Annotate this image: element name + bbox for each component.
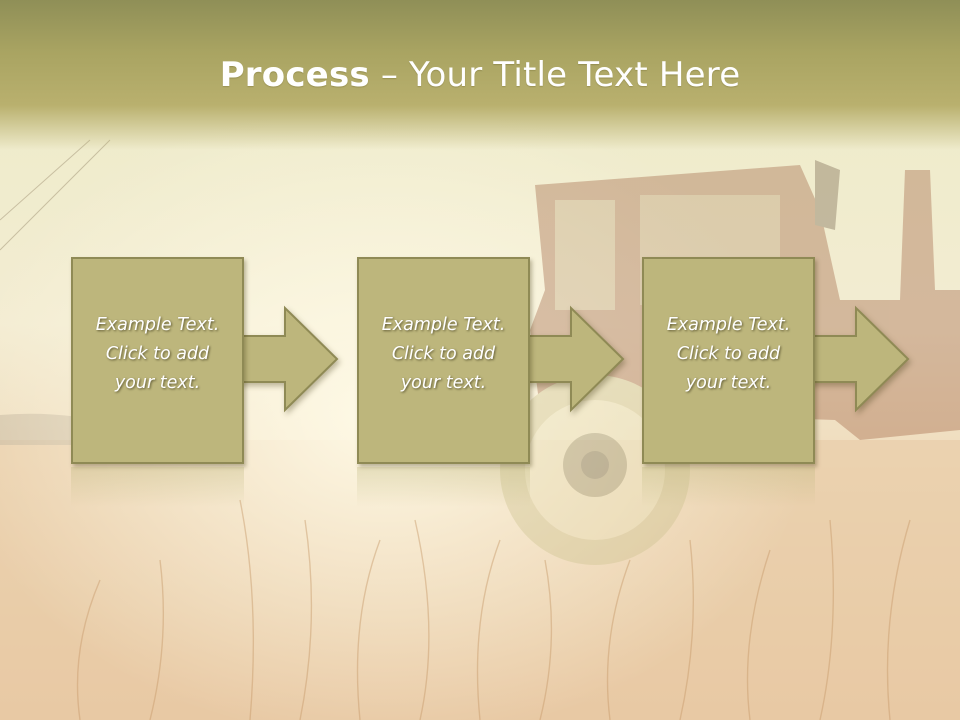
- step-text[interactable]: Example Text. Click to add your text.: [71, 311, 244, 398]
- step-text-line: Example Text.: [95, 315, 220, 335]
- slide-title[interactable]: Process – Your Title Text Here: [0, 55, 960, 95]
- step-text-line: Example Text.: [381, 315, 506, 335]
- step-text-line: Click to add: [391, 344, 496, 364]
- step-text-line: your text.: [685, 373, 772, 393]
- step-text-line: Click to add: [676, 344, 781, 364]
- step-box[interactable]: [357, 257, 530, 464]
- title-bold: Process: [219, 55, 370, 95]
- title-band: [0, 0, 960, 150]
- step-text-line: Example Text.: [666, 315, 791, 335]
- arrow-right-icon: [238, 305, 339, 413]
- box-reflection: [71, 467, 244, 507]
- step-text[interactable]: Example Text. Click to add your text.: [642, 311, 815, 398]
- step-text[interactable]: Example Text. Click to add your text.: [357, 311, 530, 398]
- step-text-line: your text.: [400, 373, 487, 393]
- step-text-line: your text.: [114, 373, 201, 393]
- process-step-1[interactable]: Example Text. Click to add your text.: [71, 257, 391, 507]
- step-box[interactable]: [642, 257, 815, 464]
- box-reflection: [357, 467, 530, 507]
- step-text-line: Click to add: [105, 344, 210, 364]
- arrow-right-icon: [809, 305, 910, 413]
- arrow-right-icon: [524, 305, 625, 413]
- title-rest: – Your Title Text Here: [369, 55, 741, 95]
- process-step-2[interactable]: Example Text. Click to add your text.: [357, 257, 677, 507]
- box-reflection: [642, 467, 815, 507]
- step-box[interactable]: [71, 257, 244, 464]
- process-step-3[interactable]: Example Text. Click to add your text.: [642, 257, 960, 507]
